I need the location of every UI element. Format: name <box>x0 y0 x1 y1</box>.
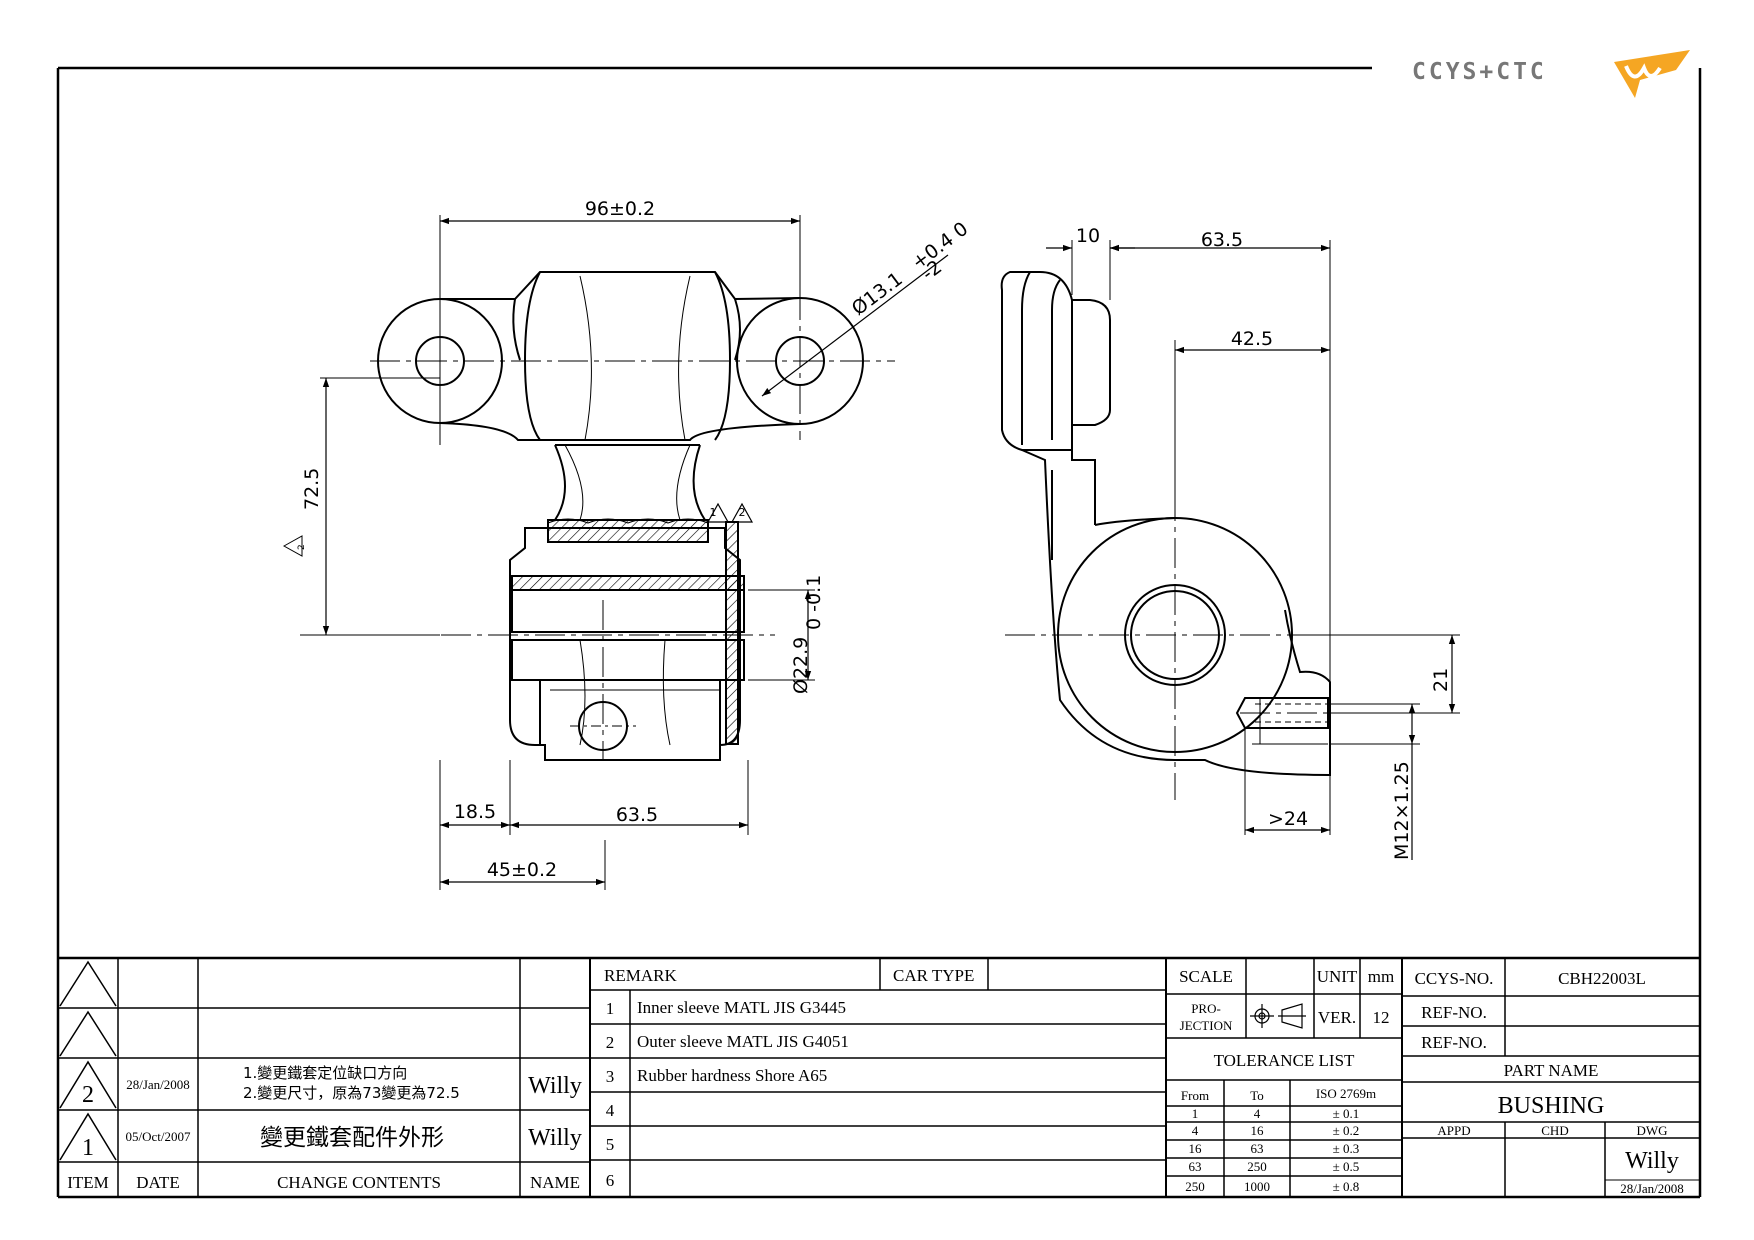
revision-content-2-line1: 1.變更鐵套定位缺口方向 <box>243 1064 407 1082</box>
remark-no-2: 2 <box>606 1033 615 1052</box>
header-item: ITEM <box>67 1173 109 1192</box>
revision-content-1: 變更鐵套配件外形 <box>260 1125 444 1151</box>
dwg-label: DWG <box>1636 1123 1667 1138</box>
remarks-table: REMARK CAR TYPE 1 2 3 4 5 6 Inner sleeve… <box>604 966 974 1190</box>
dim-63-5-side-label: 63.5 <box>1201 229 1243 251</box>
ref-no-label-1: REF-NO. <box>1421 1003 1487 1022</box>
part-info: CCYS-NO. CBH22003L REF-NO. REF-NO. PART … <box>1415 969 1684 1196</box>
car-type-header: CAR TYPE <box>893 966 974 985</box>
tolerance-header-from: From <box>1181 1088 1209 1103</box>
ver-label: VER. <box>1318 1008 1356 1027</box>
chd-label: CHD <box>1541 1123 1568 1138</box>
dim-24-label: >24 <box>1268 808 1308 830</box>
revision-item-2: 2 <box>82 1082 94 1108</box>
dim-10-label: 10 <box>1076 225 1100 247</box>
dim-m12-label: M12×1.25 <box>1391 761 1413 860</box>
tol-val-1: ± 0.1 <box>1333 1106 1360 1121</box>
tolerance-header-to: To <box>1250 1088 1264 1103</box>
dim-72-5-group: 72.5 2 <box>282 468 323 557</box>
dim-45-label: 45±0.2 <box>487 859 557 881</box>
part-name-label: PART NAME <box>1504 1061 1599 1080</box>
tol-val-3: ± 0.3 <box>1333 1141 1360 1156</box>
dim-21-label: 21 <box>1430 668 1452 692</box>
tol-to-5: 1000 <box>1244 1179 1270 1194</box>
header-date: DATE <box>136 1173 179 1192</box>
revision-name-1: Willy <box>528 1125 582 1151</box>
ccys-no-label: CCYS-NO. <box>1415 969 1494 988</box>
tol-to-2: 16 <box>1251 1123 1265 1138</box>
dim-hole-label: Ø13.1 <box>848 268 907 320</box>
side-view <box>1000 240 1460 860</box>
revision-date-2: 28/Jan/2008 <box>126 1077 190 1092</box>
ccys-no-value: CBH22003L <box>1558 969 1646 988</box>
header-name: NAME <box>530 1173 580 1192</box>
header-change-contents: CHANGE CONTENTS <box>277 1173 441 1192</box>
revision-table: 2 1 28/Jan/2008 05/Oct/2007 1.變更鐵套定位缺口方向… <box>67 1064 582 1192</box>
tol-to-4: 250 <box>1247 1159 1267 1174</box>
tol-val-4: ± 0.5 <box>1333 1159 1360 1174</box>
projection-label-2: JECTION <box>1180 1018 1233 1033</box>
tol-from-4: 63 <box>1189 1159 1202 1174</box>
tol-to-3: 63 <box>1251 1141 1264 1156</box>
revision-content-2-line2: 2.變更尺寸，原為73變更為72.5 <box>243 1084 460 1102</box>
tol-from-3: 16 <box>1189 1141 1203 1156</box>
drawing-info: SCALE UNIT mm PRO- JECTION VER. 12 TOLER… <box>1179 967 1394 1194</box>
dwg-date: 28/Jan/2008 <box>1620 1181 1684 1196</box>
dim-22-9-label: Ø22.9 <box>790 637 812 694</box>
tol-val-5: ± 0.8 <box>1333 1179 1360 1194</box>
revision-name-2: Willy <box>528 1073 582 1099</box>
tol-to-1: 4 <box>1254 1106 1261 1121</box>
tolerance-title: TOLERANCE LIST <box>1214 1051 1355 1070</box>
ver-value: 12 <box>1373 1008 1390 1027</box>
dim-22-9-tol-label: 0 -0.1 <box>803 575 825 630</box>
tol-from-2: 4 <box>1192 1123 1199 1138</box>
remark-no-6: 6 <box>606 1171 615 1190</box>
revision-triangle-icon <box>282 535 303 557</box>
logo-text: CCYS+CTC <box>1412 59 1547 85</box>
revision-item-1: 1 <box>82 1135 94 1161</box>
dim-18-5-label: 18.5 <box>454 801 496 823</box>
tol-from-1: 1 <box>1192 1106 1199 1121</box>
rev-mark-2-label: 2 <box>739 506 746 519</box>
remark-no-4: 4 <box>606 1101 615 1120</box>
tol-from-5: 250 <box>1185 1179 1205 1194</box>
unit-label: UNIT <box>1317 967 1358 986</box>
remark-no-5: 5 <box>606 1135 615 1154</box>
tolerance-header-iso: ISO 2769m <box>1316 1086 1376 1101</box>
remark-text-3: Rubber hardness Shore A65 <box>637 1066 827 1085</box>
dim-96-label: 96±0.2 <box>585 198 655 220</box>
sheet-border <box>56 66 1702 1199</box>
rev-mark-1-label: 1 <box>710 506 717 519</box>
projection-label-1: PRO- <box>1191 1001 1221 1016</box>
dim-42-5-label: 42.5 <box>1231 328 1273 350</box>
dim-line-hole <box>761 254 949 397</box>
ref-no-label-2: REF-NO. <box>1421 1033 1487 1052</box>
remark-text-1: Inner sleeve MATL JIS G3445 <box>637 998 846 1017</box>
remark-header: REMARK <box>604 966 677 985</box>
front-view <box>300 215 949 890</box>
appd-label: APPD <box>1437 1123 1470 1138</box>
dim-72-5-rev-label: 2 <box>297 544 307 550</box>
unit-value: mm <box>1368 967 1394 986</box>
revision-date-1: 05/Oct/2007 <box>126 1129 191 1144</box>
projection-symbol-icon <box>1250 1003 1306 1029</box>
dim-63-5-front-label: 63.5 <box>616 804 658 826</box>
tol-val-2: ± 0.2 <box>1333 1123 1360 1138</box>
scale-label: SCALE <box>1179 967 1233 986</box>
dim-72-5-label: 72.5 <box>301 468 323 510</box>
remark-text-2: Outer sleeve MATL JIS G4051 <box>637 1032 849 1051</box>
title-block <box>58 956 1700 1197</box>
remark-no-3: 3 <box>606 1067 615 1086</box>
company-logo: CCYS+CTC <box>1412 50 1690 98</box>
dwg-name: Willy <box>1625 1148 1679 1174</box>
remark-no-1: 1 <box>606 999 615 1018</box>
part-name-value: BUSHING <box>1498 1093 1605 1119</box>
